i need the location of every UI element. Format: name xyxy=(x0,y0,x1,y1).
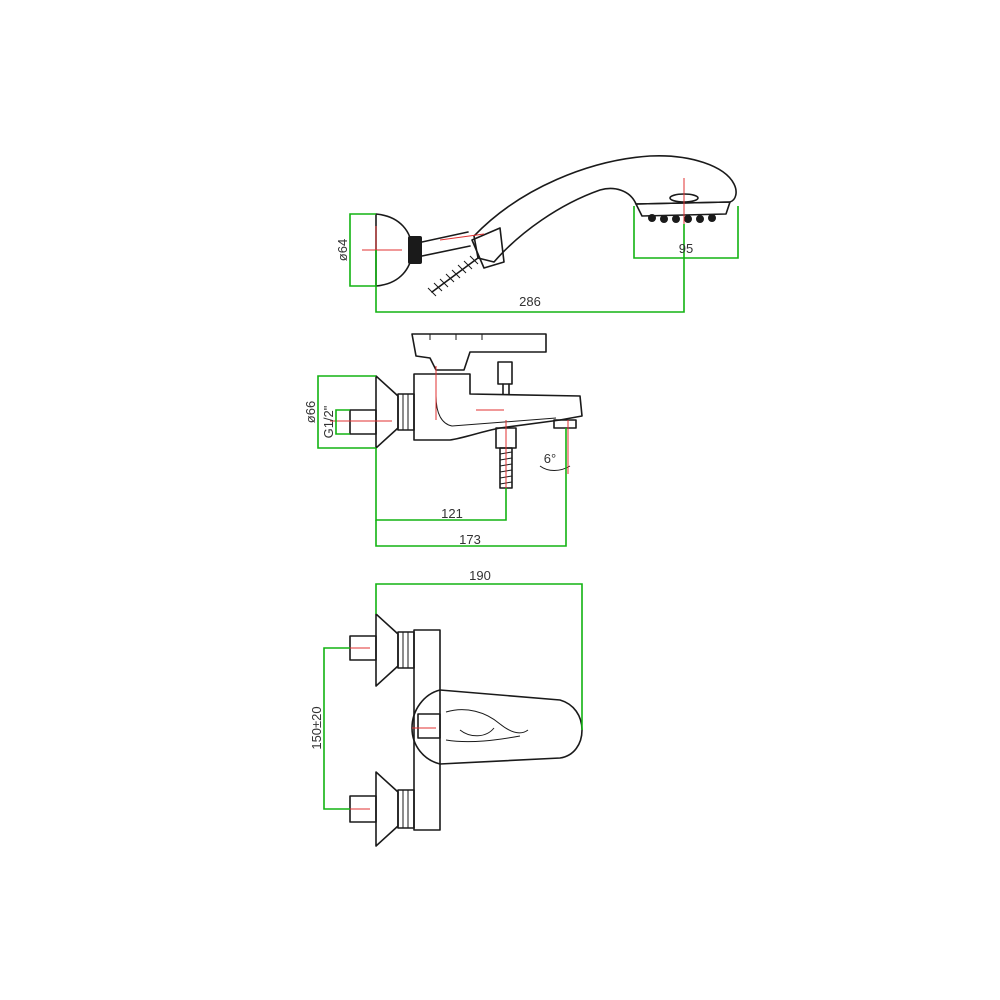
inlet-nut-ribs xyxy=(402,394,409,430)
hand-shower-view: 286 95 ø64 xyxy=(335,155,739,313)
hose-coils xyxy=(427,255,479,297)
centerline xyxy=(340,647,436,810)
dim-line-95 xyxy=(633,206,739,259)
body-inner-line xyxy=(435,395,557,427)
handle-connector xyxy=(471,227,505,269)
dim-label-95: 95 xyxy=(679,241,693,256)
mixer-side-view: ø66 G1/2" 121 173 6° xyxy=(303,333,583,547)
wall-flange xyxy=(375,375,399,449)
dim-label-173: 173 xyxy=(459,532,481,547)
dim-label-g12: G1/2" xyxy=(321,405,336,438)
centerline xyxy=(330,366,569,500)
mixer-body xyxy=(413,373,583,441)
shower-head-nozzles xyxy=(648,214,716,223)
mixer-front-view: 190 150±20 xyxy=(309,568,583,847)
dim-line-g12 xyxy=(335,409,350,435)
front-lever xyxy=(411,689,583,765)
mixer-lever xyxy=(411,333,547,371)
dim-label-66: ø66 xyxy=(303,401,318,423)
upper-nut xyxy=(397,631,415,669)
inlet-nut xyxy=(397,393,415,431)
lower-nut xyxy=(397,789,415,829)
diverter-stem xyxy=(502,383,510,395)
holder-nut xyxy=(408,236,422,264)
dim-label-150: 150±20 xyxy=(309,706,324,749)
upper-nut-ribs xyxy=(402,632,409,668)
lower-nut-ribs xyxy=(402,790,409,828)
lever-marks xyxy=(429,334,483,340)
dim-label-angle: 6° xyxy=(544,451,556,466)
dim-line-64 xyxy=(349,213,376,287)
holder-arm xyxy=(421,231,471,257)
dim-line-121 xyxy=(375,448,507,521)
dim-label-286: 286 xyxy=(519,294,541,309)
upper-flange xyxy=(375,613,399,687)
dim-label-64: ø64 xyxy=(335,239,350,261)
spout-outlet xyxy=(553,419,577,429)
decor-swirl xyxy=(445,709,529,743)
diverter-knob xyxy=(497,361,513,385)
dim-label-190: 190 xyxy=(469,568,491,583)
shower-handle xyxy=(473,155,737,263)
dim-line-150 xyxy=(323,647,350,810)
shower-head xyxy=(635,201,731,217)
dim-line-66 xyxy=(317,375,376,449)
spout-angle-arc xyxy=(539,465,571,471)
shower-hose xyxy=(431,257,479,293)
dim-label-121: 121 xyxy=(441,506,463,521)
dim-line-286 xyxy=(375,224,685,313)
dim-line-190 xyxy=(375,583,583,730)
logo-plate xyxy=(417,713,441,739)
lower-flange xyxy=(375,771,399,847)
inlet-connector xyxy=(349,409,377,435)
dim-line-173 xyxy=(375,428,567,547)
